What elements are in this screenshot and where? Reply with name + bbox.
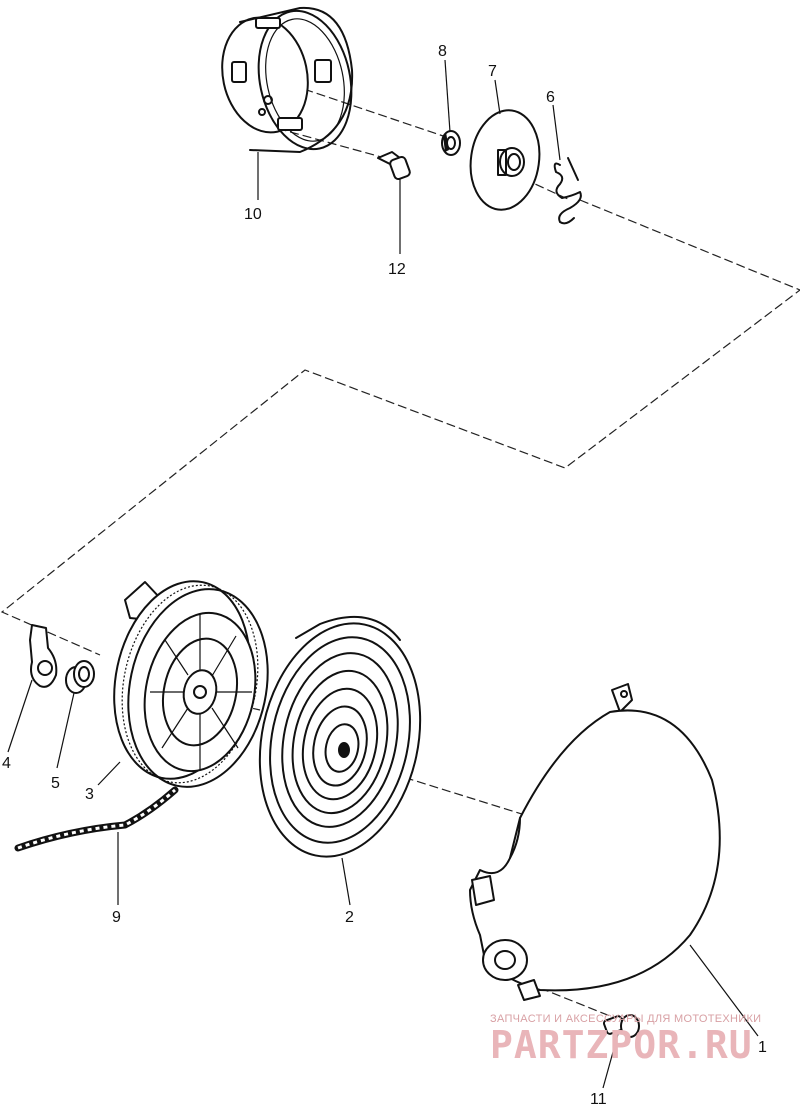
callout-3: 3 (85, 786, 94, 803)
part-6-spring-clip (553, 157, 582, 225)
callout-10: 10 (244, 206, 262, 223)
part-7-friction-plate (469, 109, 541, 211)
callout-9: 9 (112, 909, 121, 926)
watermark-tagline: ЗАПЧАСТИ И АКСЕССУАРЫ ДЛЯ МОТОТЕХНИКИ (490, 1013, 761, 1025)
part-4-pawl (29, 624, 58, 688)
callout-1: 1 (758, 1039, 767, 1056)
watermark-brand: PARTZPOR.RU (490, 1023, 753, 1067)
part-9-starter-rope (14, 786, 179, 852)
part-8-nut (441, 130, 461, 156)
part-11-screw (602, 1014, 640, 1038)
callout-labels: 10 12 8 7 6 4 5 3 9 2 1 11 (2, 43, 767, 1105)
part-2-recoil-spring (258, 615, 422, 858)
callout-5: 5 (51, 775, 60, 792)
part-10-starter-cup (221, 6, 354, 153)
leader-lines (7, 59, 759, 1089)
part-12-bolt (377, 151, 411, 181)
watermark: ЗАПЧАСТИ И АКСЕССУАРЫ ДЛЯ МОТОТЕХНИКИ PA… (490, 1013, 761, 1067)
callout-7: 7 (488, 63, 497, 80)
callout-12: 12 (388, 261, 406, 278)
callout-8: 8 (438, 43, 447, 60)
part-5-bushing (65, 660, 95, 694)
part-1-housing (469, 683, 721, 1001)
callout-2: 2 (345, 909, 354, 926)
callout-6: 6 (546, 89, 555, 106)
callout-11: 11 (590, 1091, 607, 1105)
callout-4: 4 (2, 755, 11, 772)
part-3-rope-reel (113, 580, 269, 788)
